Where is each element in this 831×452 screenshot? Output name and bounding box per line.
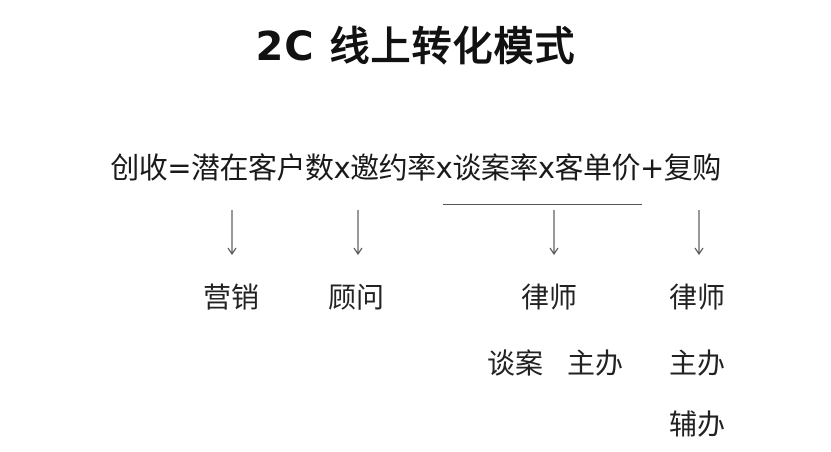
arrow-consultant [353,210,363,256]
label-assist: 辅办 [669,408,726,441]
arrow-lawyer-repurchase [694,210,704,256]
arrow-marketing [227,210,237,256]
label-marketing: 营销 [203,281,260,314]
diagram-title: 2C 线上转化模式 [255,24,576,70]
label-lawyer-case: 律师 [521,281,578,314]
label-lead-case: 主办 [567,347,624,380]
arrow-lawyer-case [549,210,559,256]
revenue-formula: 创收=潜在客户数x邀约率x谈案率x客单价+复购 [110,151,721,185]
label-lawyer-repurchase: 律师 [669,281,726,314]
formula-underline [443,204,642,205]
label-consultant: 顾问 [328,281,385,314]
label-case-talk: 谈案 [487,347,544,380]
label-lead-repurchase: 主办 [669,347,726,380]
